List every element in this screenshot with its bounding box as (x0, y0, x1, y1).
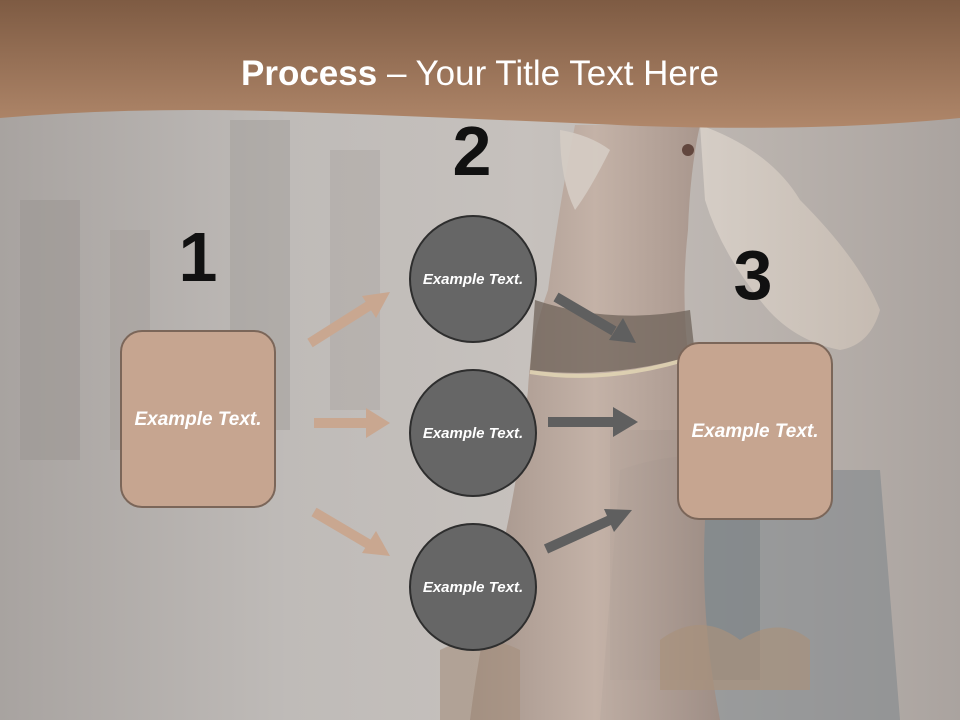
step-3-text: Example Text. (691, 420, 819, 442)
step-1-box: Example Text. (120, 330, 276, 508)
step-1-text: Example Text. (134, 408, 262, 430)
header-band (0, 0, 960, 128)
middle-circle-top-text: Example Text. (422, 270, 524, 288)
slide-title: Process – Your Title Text Here (0, 52, 960, 96)
step-number-3: 3 (733, 236, 773, 314)
middle-circle-bottom: Example Text. (409, 523, 537, 651)
middle-circle-center-text: Example Text. (422, 424, 524, 442)
title-rest: – Your Title Text Here (377, 54, 719, 93)
middle-circle-bottom-text: Example Text. (422, 578, 524, 596)
title-bold: Process (241, 54, 378, 93)
step-3-box: Example Text. (677, 342, 833, 520)
middle-circle-center: Example Text. (409, 369, 537, 497)
step-number-1: 1 (178, 218, 218, 296)
step-number-2: 2 (452, 112, 492, 190)
middle-circle-top: Example Text. (409, 215, 537, 343)
